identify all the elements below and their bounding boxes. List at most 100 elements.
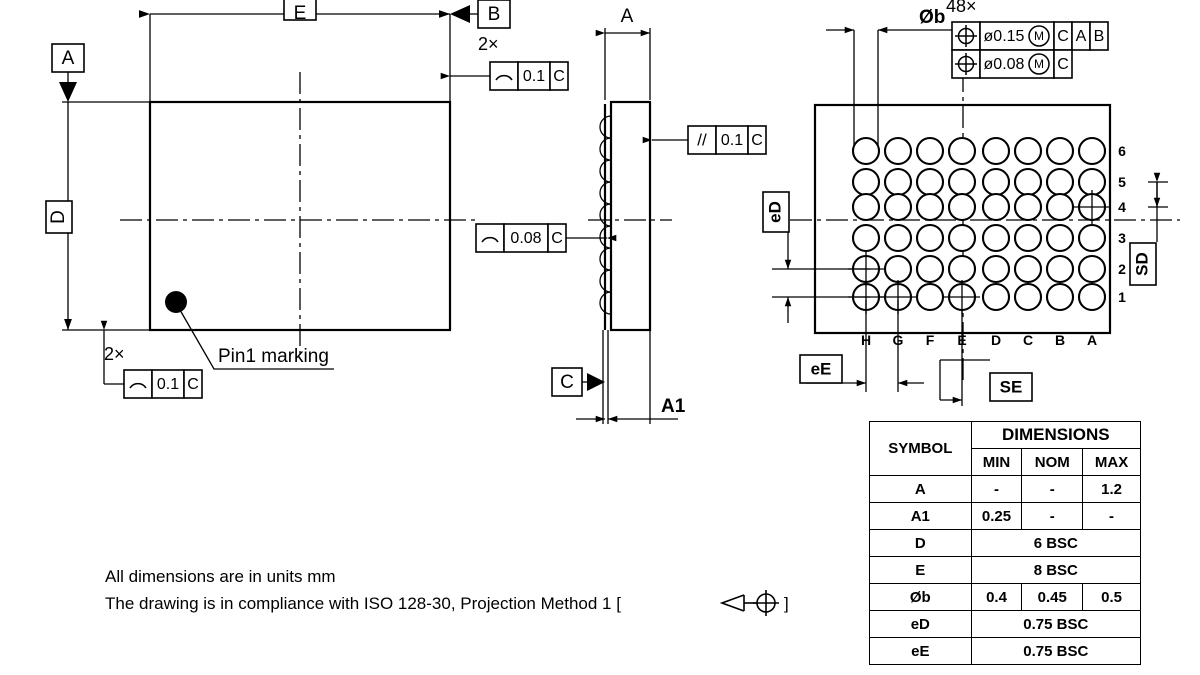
fcf1-datum-b: B (1094, 28, 1105, 45)
datum-c-box (551, 367, 583, 397)
dim-label-a1: A1 (661, 396, 686, 417)
dim-label-ed-box (762, 191, 790, 233)
multiplier-label-top: 2× (478, 34, 499, 54)
ball-C5 (1013, 167, 1043, 197)
header-min: MIN (970, 448, 1023, 476)
datum-c-label: C (560, 372, 574, 393)
pin1-leader (179, 309, 334, 370)
ball-B1 (1045, 282, 1075, 312)
fcf-bottom-frame: 0.1 C (123, 369, 203, 399)
multiplier-label-bottom: 2× (104, 344, 125, 364)
dimensions-table-wrapper: SYMBOL DIMENSIONS MIN NOM MAX A - - 1.2 … (869, 421, 1142, 665)
col-label-D: D (991, 332, 1001, 348)
ball-G5 (883, 167, 913, 197)
ball-A3 (1077, 223, 1107, 253)
cell-symbol: eE (869, 637, 972, 665)
ball-F1 (915, 282, 945, 312)
ball-D4 (981, 192, 1011, 222)
ball-F6 (915, 136, 945, 166)
fcf1-diameter: ø0.15 (984, 28, 1025, 45)
fcf-top-frame: 0.1 C (489, 61, 569, 91)
row-label-5: 5 (1118, 174, 1126, 190)
ball-profile (599, 269, 612, 293)
table-row: Øb 0.4 0.45 0.5 (869, 583, 1141, 611)
col-label-B: B (1055, 332, 1065, 348)
table-row: eD 0.75 BSC (869, 610, 1142, 638)
dim-label-ee: eE (811, 359, 832, 378)
ball-B2 (1045, 254, 1075, 284)
ball-F3 (915, 223, 945, 253)
dim-label-ee-box (799, 354, 843, 384)
fcf-bottom-datum: C (187, 376, 199, 393)
parallelism-icon: // (697, 130, 707, 149)
row-label-3: 3 (1118, 230, 1126, 246)
row-label-6: 6 (1118, 143, 1126, 159)
ball-H5 (851, 167, 881, 197)
ball-D3 (981, 223, 1011, 253)
table-row: A - - 1.2 (869, 475, 1141, 503)
dimensions-table-body: SYMBOL DIMENSIONS MIN NOM MAX A - - 1.2 … (869, 421, 1142, 665)
fcf1-datum-c: C (1057, 28, 1069, 45)
table-header-row-2: MIN NOM MAX (870, 448, 1141, 476)
ball-D2 (981, 254, 1011, 284)
datum-triangle-b (450, 5, 470, 23)
note-line-1: All dimensions are in units mm (105, 567, 336, 586)
ball-C3 (1013, 223, 1043, 253)
column-labels: H G F E D C B A (861, 332, 1097, 348)
side-view: A // 0.1 C 0.08 C C (475, 6, 767, 424)
ball-H6 (851, 136, 881, 166)
col-label-C: C (1023, 332, 1033, 348)
ball-C4 (1013, 192, 1043, 222)
fcf-position-stack: ø0.15 M C A B ø0.08 M C (951, 21, 1109, 79)
fcf1-modifier: M (1034, 29, 1044, 43)
solder-ball-profiles (599, 115, 612, 315)
cell-value-span: 0.75 BSC (970, 610, 1142, 638)
dim-label-e-box (283, 0, 317, 21)
cell-nom: - (1021, 502, 1084, 530)
ball-profile (599, 247, 612, 271)
fcf-profile-tol-cell (503, 223, 549, 253)
cell-max: 1.2 (1082, 475, 1141, 503)
cell-value-span: 0.75 BSC (970, 637, 1142, 665)
dim-label-se: SE (1000, 377, 1023, 396)
ball-B5 (1045, 167, 1075, 197)
datum-a-label: A (62, 48, 75, 69)
pin1-marking-dot (165, 291, 187, 313)
header-symbol: SYMBOL (869, 421, 972, 476)
cell-value-span: 8 BSC (970, 556, 1142, 584)
fcf1-datum-b-cell (1089, 21, 1109, 51)
ball-B4 (1045, 192, 1075, 222)
ball-G6 (883, 136, 913, 166)
bottom-view: 6 5 4 3 2 1 H G F E D C B A Øb 48× (762, 0, 1180, 406)
mmc-modifier-circle-1 (1028, 25, 1050, 47)
ball-E5 (947, 167, 977, 197)
position-icon-2 (955, 53, 977, 75)
ball-profile (599, 159, 612, 183)
dim-label-d-box (45, 200, 73, 234)
ball-A2 (1077, 254, 1107, 284)
fcf-parallel-sym-cell (687, 125, 717, 155)
profile-surface-icon-2 (129, 382, 147, 389)
datum-triangle-a (59, 82, 77, 102)
table-header-row-1: SYMBOL DIMENSIONS (869, 421, 1142, 476)
col-label-A: A (1087, 332, 1097, 348)
ball-profile (599, 137, 612, 161)
ball-E3 (947, 223, 977, 253)
fcf2-datum-c-cell (1053, 49, 1073, 79)
position-icon-1 (955, 25, 977, 47)
dim-label-ed: eD (765, 201, 784, 223)
dim-label-d: D (48, 210, 69, 224)
cell-min: 0.4 (970, 583, 1023, 611)
fcf-parallel-datum: C (751, 132, 763, 149)
profile-surface-icon (495, 74, 513, 81)
row-labels: 6 5 4 3 2 1 (1118, 143, 1126, 305)
col-label-F: F (926, 332, 935, 348)
datum-b-box (477, 0, 511, 29)
ball-F5 (915, 167, 945, 197)
cell-max: 0.5 (1082, 583, 1141, 611)
cell-symbol: eD (869, 610, 972, 638)
dimensions-table: SYMBOL DIMENSIONS MIN NOM MAX A - - 1.2 … (869, 421, 1142, 665)
cell-symbol: A1 (869, 502, 972, 530)
